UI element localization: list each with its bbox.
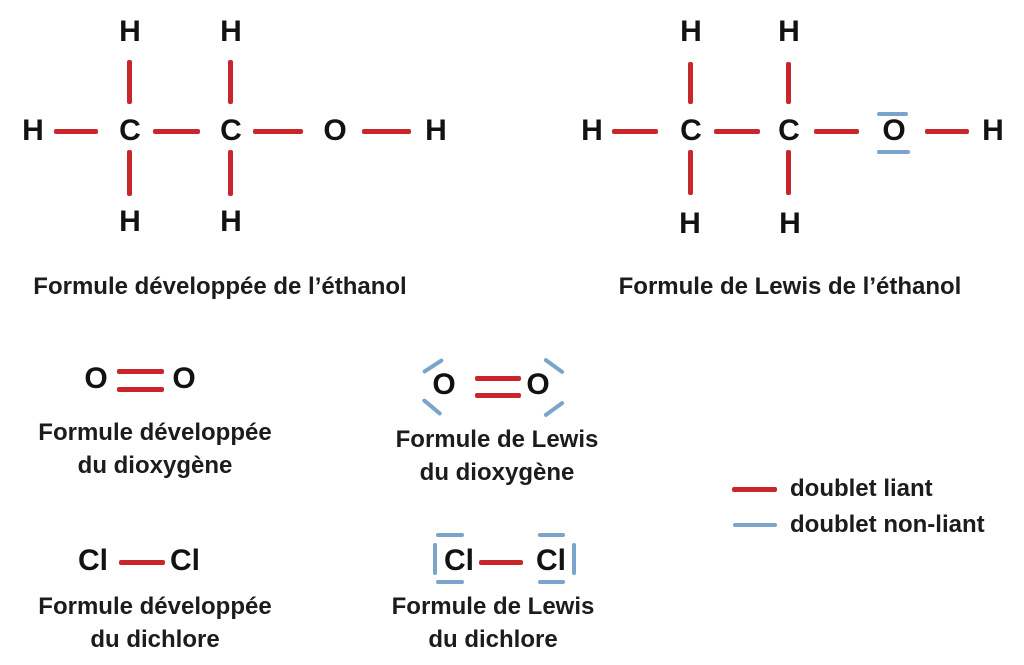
caption-dioxygen-lewis: Formule de Lewis du dioxygène: [347, 423, 647, 489]
atom-cl: Cl: [444, 544, 474, 577]
atom-o: O: [323, 114, 347, 147]
lone-pair-above-cl2: [538, 533, 565, 537]
lone-pair-above-cl1: [436, 533, 464, 537]
caption-line1: Formule de Lewis: [391, 593, 595, 620]
caption-dioxygen-developed: Formule développée du dioxygène: [5, 416, 305, 482]
atom-h: H: [982, 114, 1004, 147]
bond-o-h: [362, 129, 411, 134]
bond-cl-cl: [119, 560, 165, 565]
lone-pair-left-cl1: [433, 543, 437, 575]
atom-h: H: [22, 114, 44, 147]
atom-o: O: [84, 362, 108, 395]
bond-o-h: [925, 129, 969, 134]
lone-pair-lower-right: [543, 400, 565, 418]
atom-h: H: [581, 114, 603, 147]
atom-h: H: [679, 207, 701, 240]
atom-c: C: [220, 114, 242, 147]
caption-ethanol-developed: Formule développée de l’éthanol: [33, 273, 407, 300]
bond-c-h-up: [786, 62, 791, 104]
caption-line1: Formule de Lewis: [395, 426, 599, 453]
atom-cl: Cl: [170, 544, 200, 577]
atom-o: O: [526, 368, 550, 401]
caption-line2: du dioxygène: [419, 459, 575, 486]
atom-cl: Cl: [536, 544, 566, 577]
caption-ethanol-lewis: Formule de Lewis de l’éthanol: [618, 273, 962, 300]
bond-c-h-up: [127, 60, 132, 104]
atom-c: C: [680, 114, 702, 147]
bond-cl-cl: [479, 560, 523, 565]
bond-c-h-down: [228, 150, 233, 196]
atom-h: H: [680, 15, 702, 48]
double-bond-top: [117, 369, 164, 374]
atom-h: H: [220, 15, 242, 48]
bond-c-h-down: [786, 150, 791, 195]
bond-c-h-up: [228, 60, 233, 104]
atom-h: H: [119, 205, 141, 238]
bond-c-o: [814, 129, 859, 134]
bond-c-h-down: [127, 150, 132, 196]
bond-c-c: [153, 129, 200, 134]
double-bond-bottom: [475, 393, 521, 398]
double-bond-bottom: [117, 387, 164, 392]
atom-c: C: [778, 114, 800, 147]
bond-h-c: [612, 129, 658, 134]
atom-o: O: [882, 114, 906, 147]
caption-line2: du dichlore: [428, 626, 558, 653]
bond-c-o: [253, 129, 303, 134]
atom-h: H: [220, 205, 242, 238]
caption-dichlorine-developed: Formule développée du dichlore: [5, 590, 305, 656]
lone-pair-right-cl2: [572, 543, 576, 575]
atom-h: H: [119, 15, 141, 48]
atom-o: O: [172, 362, 196, 395]
bond-c-h-up: [688, 62, 693, 104]
caption-line1: Formule développée: [38, 419, 272, 446]
double-bond-top: [475, 376, 521, 381]
lone-pair-below-cl1: [436, 580, 464, 584]
atom-h: H: [425, 114, 447, 147]
atom-c: C: [119, 114, 141, 147]
atom-h: H: [779, 207, 801, 240]
bond-h-c: [54, 129, 98, 134]
atom-o: O: [432, 368, 456, 401]
legend-nonbonding-pair-label: doublet non-liant: [790, 511, 985, 538]
lone-pair-below-o: [877, 150, 910, 154]
legend-bonding-pair-swatch: [732, 487, 777, 492]
caption-dichlorine-lewis: Formule de Lewis du dichlore: [343, 590, 643, 656]
caption-line1: Formule développée: [38, 593, 272, 620]
legend-bonding-pair-label: doublet liant: [790, 475, 933, 502]
bond-c-h-down: [688, 150, 693, 195]
bond-c-c: [714, 129, 760, 134]
legend-nonbonding-pair-swatch: [733, 523, 777, 527]
lone-pair-above-o: [877, 112, 908, 116]
lone-pair-below-cl2: [538, 580, 565, 584]
caption-line2: du dichlore: [90, 626, 220, 653]
atom-h: H: [778, 15, 800, 48]
atom-cl: Cl: [78, 544, 108, 577]
caption-line2: du dioxygène: [77, 452, 233, 479]
